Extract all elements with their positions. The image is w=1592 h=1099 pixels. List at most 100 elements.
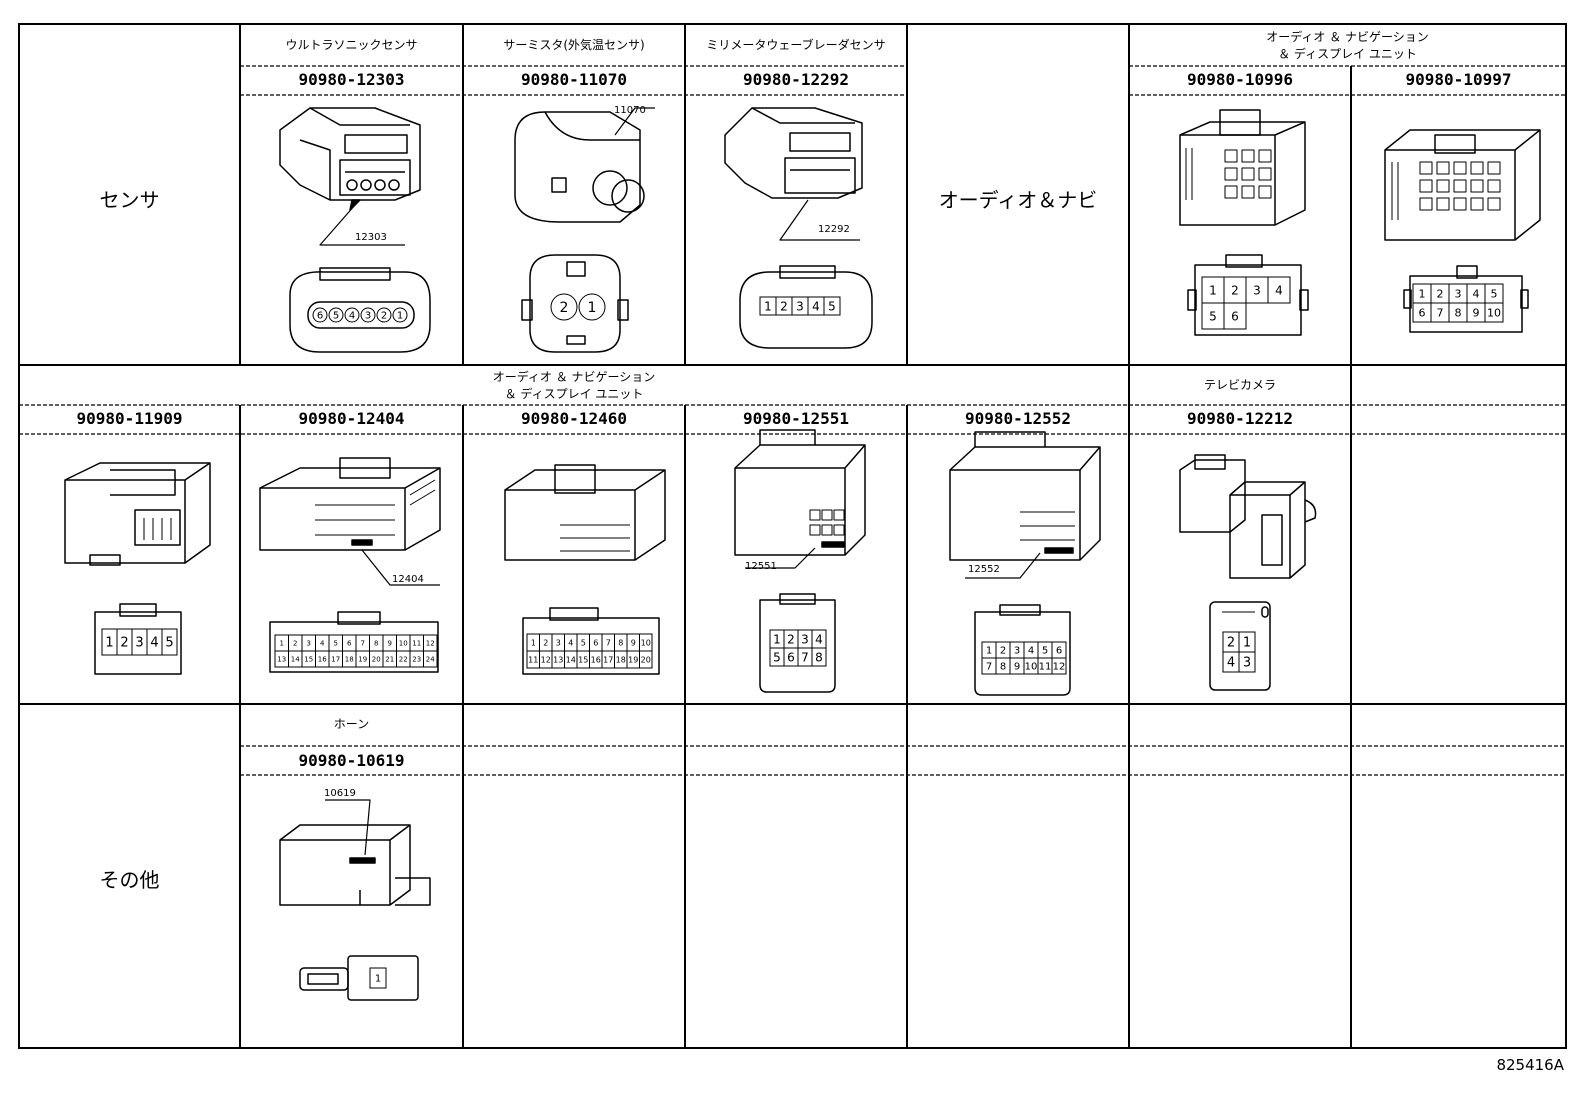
- svg-text:6: 6: [593, 638, 598, 647]
- svg-text:18: 18: [345, 656, 354, 664]
- pin-p12212-1: 1: [1238, 631, 1256, 653]
- svg-text:1: 1: [764, 299, 772, 313]
- svg-text:1: 1: [1243, 636, 1251, 651]
- pin-p12551-4: 4: [811, 629, 827, 649]
- pin-p10997-6: 6: [1412, 302, 1432, 323]
- pin-p11909-1: 1: [101, 628, 118, 656]
- pin-p12404-20: 20: [369, 650, 384, 668]
- svg-text:4: 4: [812, 299, 820, 313]
- svg-text:19: 19: [628, 655, 638, 664]
- pin-ultrasonic-5: 5: [328, 307, 344, 323]
- part-number-12404: 90980-12404: [298, 409, 405, 428]
- connector-12404-front: [269, 611, 439, 673]
- svg-text:8: 8: [618, 638, 623, 647]
- svg-text:8: 8: [374, 640, 378, 648]
- pin-p12460-12: 12: [539, 650, 553, 669]
- svg-text:4: 4: [568, 638, 573, 647]
- pin-p12460-19: 19: [626, 650, 640, 669]
- pin-p10997-10: 10: [1484, 302, 1504, 323]
- pin-p12460-2: 2: [539, 633, 553, 652]
- svg-text:2: 2: [381, 311, 387, 322]
- pin-p12404-1: 1: [274, 634, 289, 652]
- svg-text:17: 17: [603, 655, 613, 664]
- pin-millimeter-5: 5: [823, 296, 841, 316]
- pin-p12552-7: 7: [981, 657, 997, 675]
- connector-10619-iso: [279, 799, 431, 906]
- connector-11070-front: [521, 254, 629, 353]
- svg-text:5: 5: [1491, 287, 1498, 300]
- svg-text:1: 1: [986, 646, 992, 657]
- pin-p10997-4: 4: [1466, 283, 1486, 304]
- pin-ultrasonic-3: 3: [360, 307, 376, 323]
- connector-12404-iso: [259, 457, 441, 586]
- svg-text:10: 10: [1025, 662, 1038, 673]
- name-thermistor: サーミスタ(外気温センサ): [503, 38, 645, 52]
- svg-text:2: 2: [120, 636, 128, 651]
- connector-10619-front: [299, 955, 419, 1001]
- connector-12212-iso: [1179, 454, 1317, 579]
- category-audio-navi: オーディオ＆ナビ: [938, 188, 1098, 212]
- pin-p12404-11: 11: [409, 634, 424, 652]
- svg-text:7: 7: [986, 662, 992, 673]
- pin-p12460-14: 14: [564, 650, 578, 669]
- svg-text:24: 24: [426, 656, 435, 664]
- pin-p12552-6: 6: [1051, 641, 1067, 659]
- pin-p12212-3: 3: [1238, 651, 1256, 673]
- svg-text:9: 9: [1014, 662, 1020, 673]
- callout-11070: 11070: [614, 105, 646, 116]
- svg-text:8: 8: [1000, 662, 1006, 673]
- svg-text:12: 12: [1053, 662, 1066, 673]
- pin-p12404-17: 17: [328, 650, 343, 668]
- pin-p12404-2: 2: [288, 634, 303, 652]
- pin-millimeter-4: 4: [807, 296, 825, 316]
- connector-12460-iso: [504, 464, 666, 561]
- connector-12292-iso: [724, 107, 863, 241]
- svg-text:16: 16: [318, 656, 327, 664]
- pin-p12460-6: 6: [589, 633, 603, 652]
- pin-p12460-18: 18: [614, 650, 628, 669]
- pin-millimeter-3: 3: [791, 296, 809, 316]
- pin-p10996-2: 2: [1223, 276, 1247, 304]
- svg-text:12: 12: [426, 640, 435, 648]
- pin-p10996-1: 1: [1201, 276, 1225, 304]
- pin-p12552-5: 5: [1037, 641, 1053, 659]
- svg-text:15: 15: [304, 656, 313, 664]
- svg-text:4: 4: [150, 636, 158, 651]
- connector-12552-front: [974, 604, 1071, 696]
- svg-text:8: 8: [1455, 306, 1462, 319]
- pin-p10996-5: 5: [1201, 302, 1225, 330]
- svg-text:20: 20: [372, 656, 381, 664]
- svg-text:1: 1: [531, 638, 536, 647]
- svg-text:14: 14: [291, 656, 300, 664]
- svg-text:1: 1: [1419, 287, 1426, 300]
- svg-text:23: 23: [412, 656, 421, 664]
- svg-text:6: 6: [1231, 309, 1239, 323]
- pin-p12551-2: 2: [783, 629, 799, 649]
- pin-p10997-1: 1: [1412, 283, 1432, 304]
- connector-12303-front: [289, 267, 431, 353]
- pin-ultrasonic-1: 1: [392, 307, 408, 323]
- svg-text:2: 2: [1000, 646, 1006, 657]
- part-number-12212: 90980-12212: [1187, 409, 1293, 428]
- pin-p10997-5: 5: [1484, 283, 1504, 304]
- svg-text:10: 10: [399, 640, 408, 648]
- svg-text:9: 9: [631, 638, 636, 647]
- svg-text:1: 1: [1209, 283, 1217, 297]
- pin-p12460-4: 4: [564, 633, 578, 652]
- connector-10996-iso: [1179, 109, 1306, 226]
- pin-p12551-1: 1: [769, 629, 785, 649]
- pin-p12404-21: 21: [382, 650, 397, 668]
- part-number-12303: 90980-12303: [298, 70, 405, 89]
- category-sensor: センサ: [99, 188, 160, 212]
- pin-p11909-4: 4: [146, 628, 163, 656]
- svg-text:3: 3: [307, 640, 311, 648]
- connector-12303-iso: [279, 107, 421, 246]
- svg-text:6: 6: [317, 311, 323, 322]
- name-horn: ホーン: [333, 717, 370, 731]
- connector-10997-iso: [1384, 129, 1541, 241]
- pin-millimeter-2: 2: [775, 296, 793, 316]
- pin-p12460-1: 1: [526, 633, 540, 652]
- callout-12552: 12552: [968, 564, 1000, 575]
- pin-p12404-3: 3: [301, 634, 316, 652]
- pin-p12552-12: 12: [1051, 657, 1067, 675]
